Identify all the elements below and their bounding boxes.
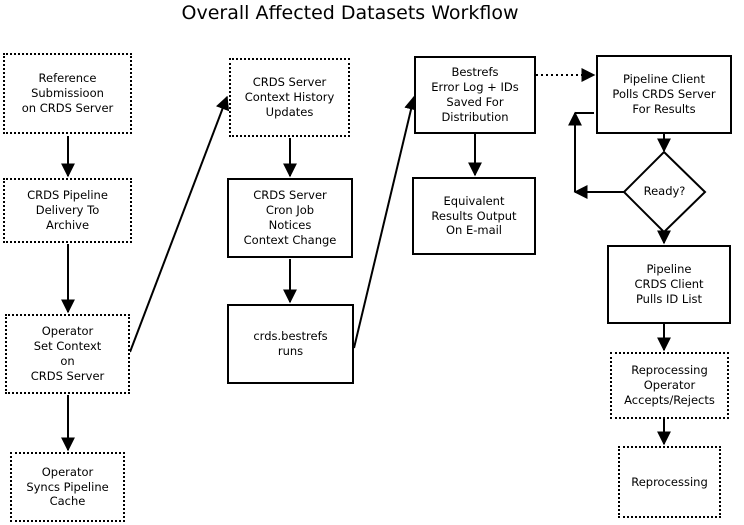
node-context-history: CRDS Server Context History Updates bbox=[229, 58, 350, 137]
node-pipeline-polls: Pipeline Client Polls CRDS Server For Re… bbox=[596, 55, 732, 134]
node-email-output: Equivalent Results Output On E-mail bbox=[412, 177, 536, 255]
node-error-log: Bestrefs Error Log + IDs Saved For Distr… bbox=[414, 56, 536, 134]
node-bestrefs-runs: crds.bestrefs runs bbox=[227, 304, 354, 384]
ready-label: Ready? bbox=[643, 184, 686, 198]
node-cron-job: CRDS Server Cron Job Notices Context Cha… bbox=[227, 178, 353, 258]
node-operator-syncs-cache: Operator Syncs Pipeline Cache bbox=[10, 452, 125, 522]
node-pulls-id-list: Pipeline CRDS Client Pulls ID List bbox=[607, 245, 731, 324]
arrow-bestrefs-to-errorlog bbox=[353, 95, 418, 349]
node-reference-submission: Reference Submissioon on CRDS Server bbox=[3, 53, 132, 134]
diagram-title: Overall Affected Datasets Workflow bbox=[181, 2, 519, 24]
node-pipeline-delivery: CRDS Pipeline Delivery To Archive bbox=[3, 178, 132, 243]
node-operator-set-context: Operator Set Context on CRDS Server bbox=[5, 314, 130, 394]
node-reprocessing: Reprocessing bbox=[618, 446, 721, 518]
arrow-setcontext-to-history bbox=[129, 95, 230, 353]
node-operator-accepts: Reprocessing Operator Accepts/Rejects bbox=[610, 352, 729, 419]
